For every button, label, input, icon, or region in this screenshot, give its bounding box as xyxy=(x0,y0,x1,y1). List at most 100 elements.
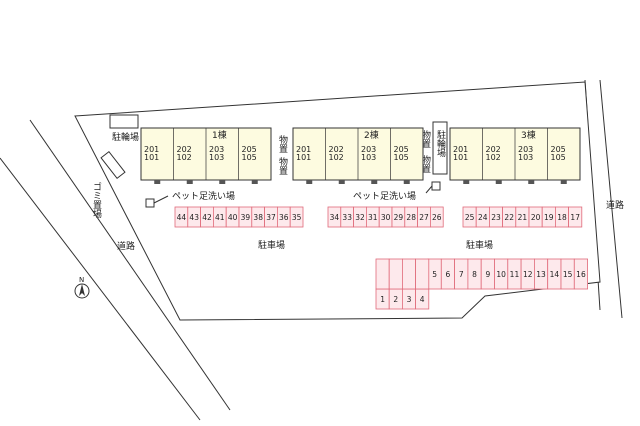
unit-number: 203 xyxy=(361,145,376,154)
unit-number: 103 xyxy=(518,153,533,162)
parking-slot-number: 42 xyxy=(202,213,212,222)
parking-slot-number: 30 xyxy=(381,213,391,222)
bicycle-parking-label: 駐輪場 xyxy=(112,131,139,143)
entrance-step xyxy=(186,180,193,184)
parking-slot-number: 44 xyxy=(177,213,187,222)
pet-wash-label-2: ペット足洗い場 xyxy=(353,190,416,202)
parking-slot-number: 8 xyxy=(472,270,477,279)
entrance-step xyxy=(251,180,258,184)
parking-slot xyxy=(388,258,403,290)
parking-slot xyxy=(401,258,416,290)
parking-slot-number: 39 xyxy=(241,213,251,222)
entrance-step xyxy=(306,180,313,184)
parking-slot-number: 29 xyxy=(394,213,404,222)
pet-wash-marker-2 xyxy=(431,181,441,191)
parking-slot-number: 34 xyxy=(330,213,340,222)
pet-wash-label-1: ペット足洗い場 xyxy=(172,190,235,202)
pet-wash-leader-2 xyxy=(425,185,433,194)
north-label: N xyxy=(79,276,84,284)
storage-label-3: 物置 xyxy=(420,129,431,148)
parking-slot-number: 41 xyxy=(215,213,225,222)
parking-slot-number: 5 xyxy=(432,270,437,279)
parking-slot-number: 25 xyxy=(465,213,475,222)
parking-slot-number: 43 xyxy=(189,213,199,222)
unit-number: 201 xyxy=(144,145,159,154)
unit-number: 203 xyxy=(209,145,224,154)
parking-slot-number: 40 xyxy=(228,213,238,222)
unit-number: 102 xyxy=(329,153,344,162)
parking-slot-number: 35 xyxy=(292,213,302,222)
unit-number: 201 xyxy=(296,145,311,154)
parking-slot-number: 4 xyxy=(420,295,425,304)
parking-slot-number: 13 xyxy=(536,270,546,279)
parking-slot-number: 27 xyxy=(419,213,429,222)
building-name: 1棟 xyxy=(212,129,227,141)
parking-slot-number: 3 xyxy=(407,295,412,304)
parking-slot-number: 20 xyxy=(531,213,541,222)
parking-label-right: 駐車場 xyxy=(466,239,493,251)
entrance-step xyxy=(463,180,470,184)
storage-label-4: 物置 xyxy=(420,154,431,173)
storage-label-2: 物置 xyxy=(277,156,288,175)
unit-number: 105 xyxy=(551,153,566,162)
unit-number: 202 xyxy=(329,145,344,154)
parking-slot-number: 36 xyxy=(279,213,289,222)
entrance-step xyxy=(528,180,535,184)
parking-slot xyxy=(573,258,588,290)
parking-slot-number: 6 xyxy=(446,270,451,279)
parking-slot-number: 11 xyxy=(510,270,520,279)
right-road-edge-right xyxy=(599,79,623,319)
parking-slot-number: 31 xyxy=(368,213,378,222)
building-name: 2棟 xyxy=(364,129,379,141)
parking-slot-number: 14 xyxy=(550,270,560,279)
parking-slot xyxy=(375,258,390,290)
unit-number: 203 xyxy=(518,145,533,154)
north-arrow: N xyxy=(74,276,90,299)
road-label-left: 道路 xyxy=(117,240,135,252)
parking-slot-number: 10 xyxy=(496,270,506,279)
parking-slot xyxy=(568,206,583,228)
parking-slot-number: 17 xyxy=(570,213,580,222)
entrance-step xyxy=(219,180,226,184)
parking-slot-number: 18 xyxy=(557,213,567,222)
unit-number: 105 xyxy=(242,153,257,162)
parking-slot xyxy=(289,206,304,228)
parking-slot-number: 7 xyxy=(459,270,464,279)
entrance-step xyxy=(371,180,378,184)
pet-wash-marker-1 xyxy=(145,198,155,208)
entrance-step xyxy=(338,180,345,184)
unit-number: 102 xyxy=(177,153,192,162)
road-label-right: 道路 xyxy=(606,199,624,211)
unit-number: 202 xyxy=(177,145,192,154)
unit-number: 101 xyxy=(296,153,311,162)
parking-slot-number: 21 xyxy=(518,213,528,222)
parking-slot-number: 37 xyxy=(266,213,276,222)
left-road-edge-inner xyxy=(29,119,231,411)
parking-slot-number: 12 xyxy=(523,270,533,279)
unit-number: 101 xyxy=(144,153,159,162)
entrance-step xyxy=(560,180,567,184)
parking-slot-number: 22 xyxy=(504,213,514,222)
parking-slot-number: 33 xyxy=(342,213,352,222)
parking-slot-number: 26 xyxy=(432,213,442,222)
parking-slot-number: 15 xyxy=(563,270,573,279)
bicycle-parking-box xyxy=(109,114,139,129)
garbage-area-box xyxy=(100,150,126,180)
left-road-edge-outer xyxy=(0,157,201,421)
unit-number: 101 xyxy=(453,153,468,162)
north-arrow-icon xyxy=(79,284,85,296)
entrance-step xyxy=(154,180,161,184)
parking-slot-number: 19 xyxy=(544,213,554,222)
entrance-step xyxy=(495,180,502,184)
unit-number: 103 xyxy=(361,153,376,162)
bicycle-parking-box-2 xyxy=(432,121,448,175)
